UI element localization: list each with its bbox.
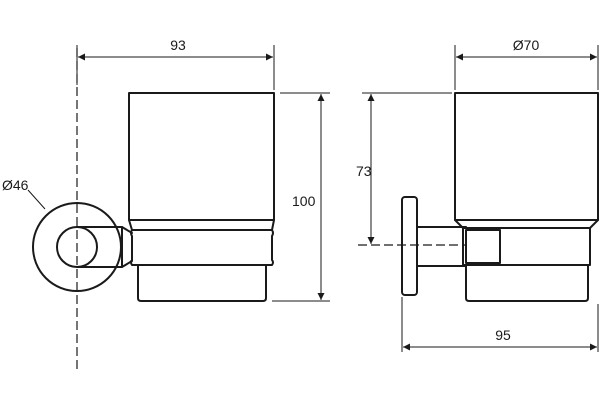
holder-ring-outline	[130, 229, 274, 266]
side-glass-upper-outline	[454, 92, 599, 221]
side-taper-right	[589, 219, 599, 229]
glass-taper-right	[271, 219, 275, 231]
dimension-width-label: 93	[170, 37, 186, 53]
glass-upper-outline	[128, 92, 275, 221]
dimension-glass-diameter-label: Ø70	[513, 37, 540, 53]
side-holder-band	[462, 227, 591, 266]
glass-taper-left	[128, 219, 133, 231]
side-glass-bottom	[465, 264, 589, 302]
side-arm-outline	[416, 226, 467, 267]
diameter-leader	[27, 189, 46, 210]
front-view: 93 100 Ø46	[2, 37, 330, 372]
arm-outline	[76, 226, 133, 268]
dimension-depth-label: 95	[495, 327, 511, 343]
glass-bottom-outline	[137, 264, 267, 302]
dimension-diameter-plate-label: Ø46	[2, 177, 29, 193]
dimension-side-height-label: 73	[356, 163, 372, 179]
side-view: Ø70 73 95	[356, 37, 599, 352]
side-clamp-ring	[465, 229, 501, 264]
side-wall-plate	[401, 196, 418, 296]
dimension-height-label: 100	[292, 193, 316, 209]
